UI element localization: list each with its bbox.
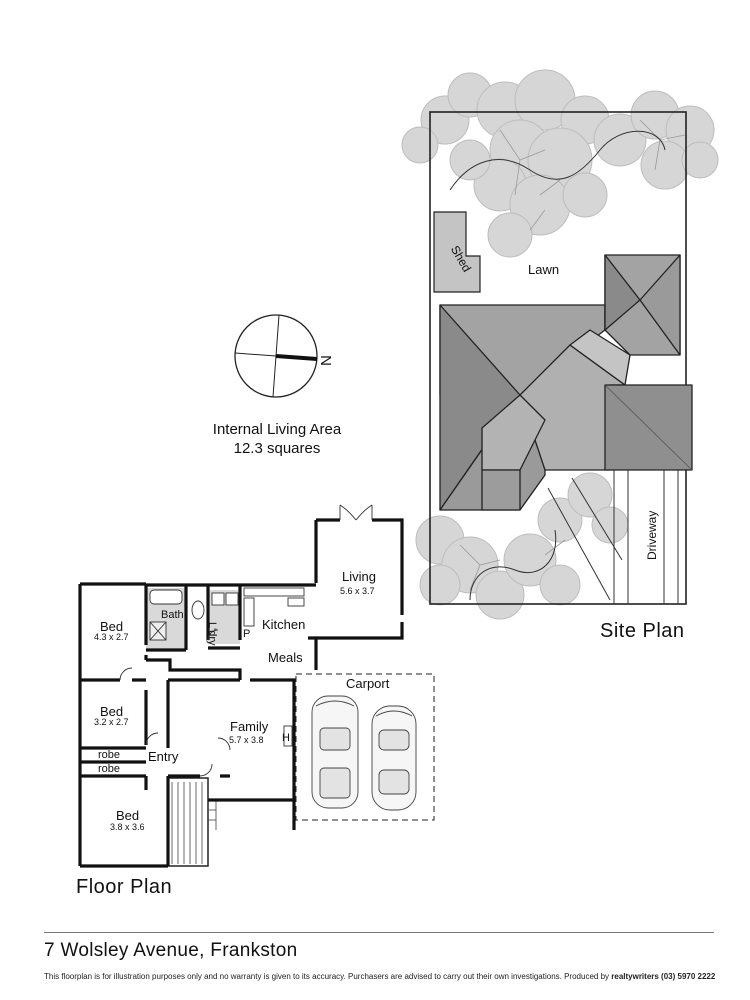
room-bed3-name: Bed xyxy=(116,808,140,823)
property-address: 7 Wolsley Avenue, Frankston xyxy=(44,940,298,961)
car-right-icon xyxy=(371,705,417,811)
house-roof xyxy=(439,254,693,511)
lawn-path xyxy=(449,130,666,191)
room-family-size: 5.7 x 3.8 xyxy=(229,735,264,745)
car-left-icon xyxy=(311,695,359,809)
room-living-size: 5.6 x 3.7 xyxy=(340,586,375,596)
disclaimer: This floorplan is for illustration purpo… xyxy=(44,972,715,981)
room-meals-name: Meals xyxy=(268,650,303,665)
room-robe2-name: robe xyxy=(98,763,121,775)
driveway xyxy=(547,470,679,604)
room-bed3-size: 3.8 x 3.6 xyxy=(110,822,145,832)
tree-canopy-top xyxy=(401,69,719,258)
shed xyxy=(433,211,481,293)
property-boundary xyxy=(429,111,687,605)
room-pantry-name: P xyxy=(243,628,251,640)
fixtures xyxy=(149,587,305,747)
room-bed1-size: 4.3 x 2.7 xyxy=(94,632,129,642)
producer-credit: realtywriters (03) 5970 2222 xyxy=(611,972,716,981)
garden-path xyxy=(469,529,557,601)
footer-divider xyxy=(44,932,714,933)
porch xyxy=(167,777,217,867)
internal-area-title: Internal Living Area xyxy=(212,421,342,438)
room-bed1-name: Bed xyxy=(100,619,124,634)
room-bath-name: Bath xyxy=(161,609,184,621)
carport-outline xyxy=(295,673,435,821)
lawn-label: Lawn xyxy=(528,262,559,277)
internal-area-value: 12.3 squares xyxy=(233,440,321,457)
room-bed2-size: 3.2 x 2.7 xyxy=(94,717,129,727)
driveway-label: Driveway xyxy=(645,511,659,560)
site-plan-title: Site Plan xyxy=(600,620,685,642)
walls xyxy=(78,518,404,868)
room-entry-name: Entry xyxy=(148,749,179,764)
disclaimer-text: This floorplan is for illustration purpo… xyxy=(44,972,610,981)
floor-plan xyxy=(78,504,435,868)
room-family-name: Family xyxy=(230,719,269,734)
floor-plan-title: Floor Plan xyxy=(76,876,173,898)
site-plan xyxy=(401,69,719,620)
doors xyxy=(119,504,373,777)
room-kitchen-name: Kitchen xyxy=(262,617,306,632)
heater-label: H xyxy=(282,732,290,744)
compass-north-label: N xyxy=(318,355,335,366)
compass-icon xyxy=(234,314,318,398)
room-laundry-name: L'dry xyxy=(206,622,218,646)
carport-label: Carport xyxy=(346,676,390,691)
room-living-name: Living xyxy=(342,569,376,584)
room-bed2-name: Bed xyxy=(100,704,124,719)
room-robe1-name: robe xyxy=(98,749,121,761)
